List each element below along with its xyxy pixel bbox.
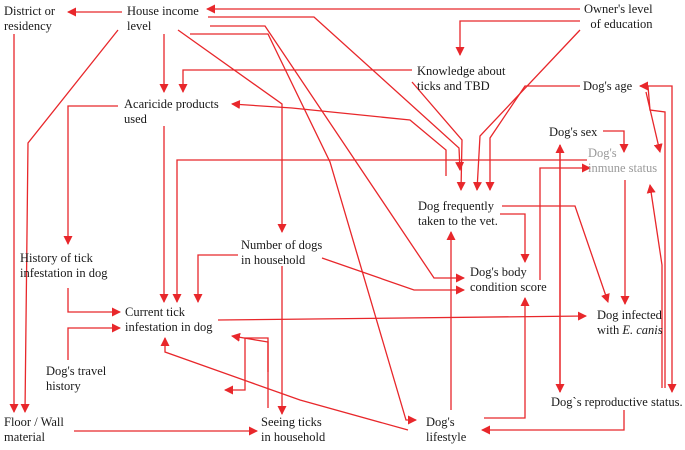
node-dog-sex: Dog's sex	[549, 125, 598, 139]
edge-seeing-currenttick	[224, 337, 269, 408]
node-lifestyle: Dog's lifestyle	[426, 415, 467, 444]
edge-seeing-to-current	[231, 332, 269, 372]
edge-income-floor	[20, 29, 119, 413]
edge-currenttick-infected	[217, 311, 587, 321]
edge-reproductive-lifestyle	[481, 410, 625, 435]
edge-age-vet	[485, 85, 580, 191]
node-current-tick: Current tick infestation in dog	[125, 305, 213, 334]
node-owner-education: Owner's level of education	[584, 2, 653, 31]
node-vet: Dog frequently taken to the vet.	[418, 199, 498, 228]
node-district: District or residency	[4, 4, 56, 33]
edge-reproductive-age	[639, 81, 666, 388]
edge-income-vet	[208, 16, 465, 171]
edge-history-currenttick	[67, 288, 121, 317]
edge-lifestyle-currenttick	[160, 337, 409, 431]
node-travel: Dog's travel history	[46, 364, 107, 393]
node-body-condition: Dog's body condition score	[470, 265, 547, 294]
node-immune-status: Dog's inmune status	[588, 146, 658, 175]
edge-travel-currenttick	[67, 323, 121, 360]
edge-education-vet	[472, 29, 581, 191]
edge-vet-body	[500, 213, 530, 263]
edge-currenttick-history	[63, 105, 118, 245]
node-house-income: House income level	[127, 4, 199, 33]
edge-vet-infected	[502, 205, 610, 303]
edge-immune-currenttick	[172, 159, 587, 303]
node-seeing-ticks: Seeing ticks in household	[261, 415, 326, 444]
edge-age-immune	[645, 91, 663, 153]
edge-education-knowledge	[455, 20, 580, 56]
edge-numdogs-currenttick	[193, 254, 238, 303]
edge-sex-immune	[603, 130, 629, 153]
edge-income-numdogs	[177, 29, 287, 233]
edge-numdogs-body	[321, 257, 465, 295]
node-infected: Dog infected with E. canis	[597, 308, 663, 337]
edge-income-lifestyle	[190, 33, 417, 425]
edge-knowledge-vet	[411, 81, 466, 191]
edge-body-immune	[539, 163, 591, 280]
node-history-tick: History of tick infestation in dog	[20, 251, 108, 280]
node-num-dogs: Number of dogs in household	[241, 238, 323, 267]
edge-vet-acaricide	[231, 100, 447, 176]
edge-lifestyle-body	[484, 297, 530, 419]
node-dog-age: Dog's age	[583, 79, 633, 93]
node-reproductive: Dog`s reproductive status.	[551, 395, 683, 409]
edge-knowledge-acaricide	[178, 69, 412, 93]
node-knowledge: Knowledge about ticks and TBD	[417, 64, 506, 93]
node-acaricide: Acaricide products used	[124, 97, 219, 126]
node-floor-wall: Floor / Wall material	[4, 415, 64, 444]
edge-age-reproductive	[640, 85, 677, 393]
edge-reproductive-immune	[646, 184, 663, 388]
edge-income-body	[210, 25, 465, 283]
